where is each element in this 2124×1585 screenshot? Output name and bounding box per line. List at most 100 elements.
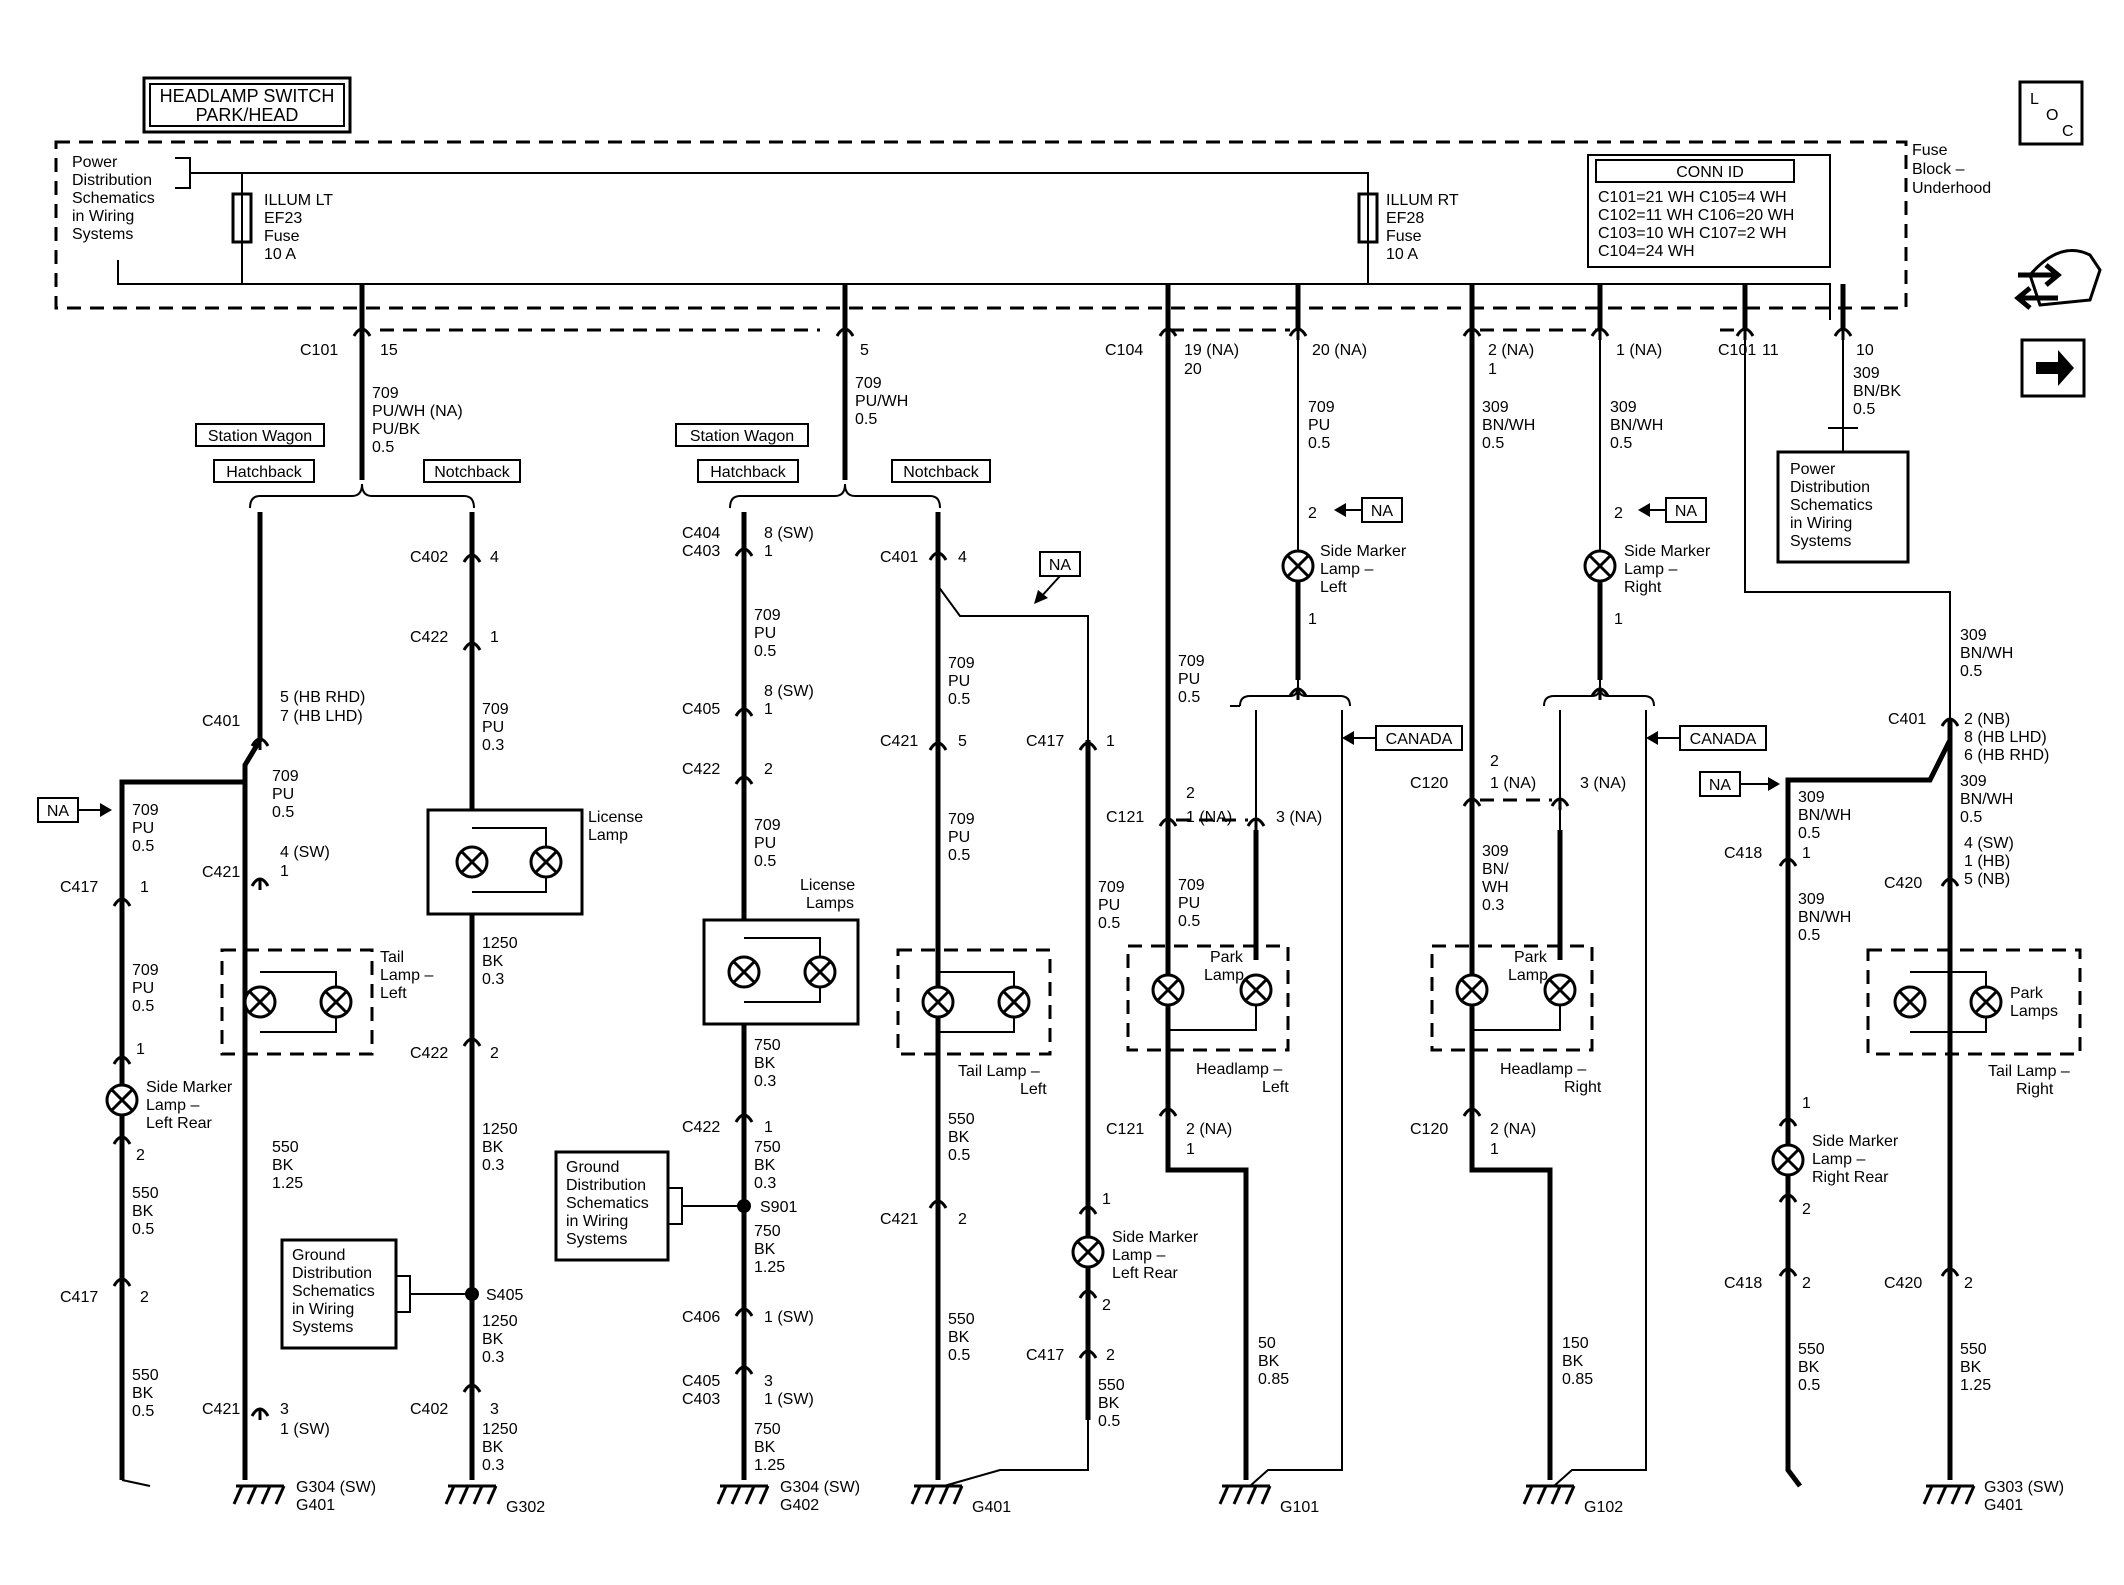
svg-text:Left Rear: Left Rear (146, 1115, 212, 1132)
svg-text:709: 709 (1308, 399, 1335, 416)
side-marker-left-rear-icon (105, 1083, 139, 1117)
svg-text:709: 709 (948, 655, 975, 672)
svg-text:EF23: EF23 (264, 210, 302, 227)
svg-text:BK: BK (482, 1331, 504, 1348)
svg-text:BN/WH: BN/WH (1960, 791, 2013, 808)
svg-text:0.5: 0.5 (272, 804, 294, 821)
svg-text:309: 309 (1798, 789, 1825, 806)
svg-text:C121: C121 (1106, 809, 1144, 826)
svg-text:2: 2 (1186, 785, 1195, 802)
svg-text:Schematics: Schematics (566, 1195, 649, 1212)
svg-text:309: 309 (1960, 773, 1987, 790)
svg-text:PU: PU (482, 719, 504, 736)
svg-text:PU: PU (272, 786, 294, 803)
svg-text:1 (NA): 1 (NA) (1186, 809, 1232, 826)
svg-text:C417: C417 (60, 879, 98, 896)
svg-text:PU/WH: PU/WH (855, 393, 908, 410)
svg-text:0.5: 0.5 (1178, 913, 1200, 930)
loc-icon[interactable]: L O C (2018, 80, 2084, 146)
svg-text:550: 550 (272, 1139, 299, 1156)
svg-text:709: 709 (132, 962, 159, 979)
svg-text:G302: G302 (506, 1499, 545, 1516)
next-page-arrow-icon[interactable] (2020, 338, 2086, 398)
svg-text:C401: C401 (880, 549, 918, 566)
svg-text:BK: BK (754, 1157, 776, 1174)
svg-text:Systems: Systems (566, 1231, 627, 1248)
svg-text:Left: Left (1320, 579, 1347, 596)
svg-text:0.5: 0.5 (1853, 401, 1875, 418)
svg-text:G401: G401 (972, 1499, 1011, 1516)
license-lamps-bulb-icon (727, 955, 761, 989)
vehicle-front-icon[interactable] (2014, 249, 2102, 310)
svg-text:0.3: 0.3 (754, 1073, 776, 1090)
svg-text:C405: C405 (682, 701, 720, 718)
svg-text:5: 5 (860, 342, 869, 359)
svg-text:0.5: 0.5 (1960, 809, 1982, 826)
svg-text:BK: BK (1258, 1353, 1280, 1370)
svg-text:Headlamp –: Headlamp – (1500, 1061, 1586, 1078)
svg-text:in Wiring: in Wiring (566, 1213, 628, 1230)
svg-text:550: 550 (1960, 1341, 1987, 1358)
svg-text:PU: PU (754, 835, 776, 852)
col5-labels: 709 PU 0.5 2 Side Marker Lamp – Left 1 7… (1106, 399, 1407, 1516)
svg-text:Headlamp –: Headlamp – (1196, 1061, 1282, 1078)
svg-text:1: 1 (1106, 733, 1115, 750)
svg-text:BK: BK (272, 1157, 294, 1174)
svg-text:C417: C417 (1026, 1347, 1064, 1364)
svg-text:C401: C401 (202, 713, 240, 730)
svg-text:0.85: 0.85 (1258, 1371, 1289, 1388)
svg-text:C102=11 WH C106=20 WH: C102=11 WH C106=20 WH (1598, 207, 1794, 224)
svg-text:550: 550 (1798, 1341, 1825, 1358)
svg-text:2: 2 (1102, 1297, 1111, 1314)
svg-text:1250: 1250 (482, 1313, 518, 1330)
svg-text:2: 2 (136, 1147, 145, 1164)
svg-text:CONN ID: CONN ID (1676, 164, 1744, 181)
svg-text:Distribution: Distribution (1790, 479, 1870, 496)
svg-text:Lamp –: Lamp – (1320, 561, 1373, 578)
park-lamps-right-2-icon (1969, 985, 2003, 1019)
svg-text:Fuse: Fuse (1912, 142, 1948, 159)
svg-text:2: 2 (1964, 1275, 1973, 1292)
svg-text:PU/BK: PU/BK (372, 421, 420, 438)
svg-text:PU: PU (1308, 417, 1330, 434)
svg-text:BN/WH: BN/WH (1960, 645, 2013, 662)
svg-text:C120: C120 (1410, 1121, 1448, 1138)
svg-text:Lamps: Lamps (806, 895, 854, 912)
col2-labels: C402 4 C422 1 709 PU 0.3 License Lamp 12… (410, 549, 643, 1516)
svg-text:4: 4 (490, 549, 499, 566)
svg-text:C404: C404 (682, 525, 720, 542)
svg-text:8 (SW): 8 (SW) (764, 683, 814, 700)
svg-text:4: 4 (958, 549, 967, 566)
svg-text:PU: PU (1178, 671, 1200, 688)
svg-text:2: 2 (1106, 1347, 1115, 1364)
svg-text:0.3: 0.3 (482, 971, 504, 988)
col1-tail-label: Tail Lamp – Left 550 BK 1.25 (272, 949, 433, 1192)
svg-text:License: License (800, 877, 855, 894)
svg-text:709: 709 (1098, 879, 1125, 896)
svg-text:3: 3 (280, 1401, 289, 1418)
svg-text:Tail Lamp –: Tail Lamp – (958, 1063, 1040, 1080)
svg-text:7 (HB LHD): 7 (HB LHD) (280, 708, 363, 725)
svg-text:BK: BK (1098, 1395, 1120, 1412)
svg-text:0.5: 0.5 (1798, 825, 1820, 842)
svg-text:C101=21 WH C105=4 WH: C101=21 WH C105=4 WH (1598, 189, 1787, 206)
svg-text:Fuse: Fuse (1386, 228, 1422, 245)
svg-text:G101: G101 (1280, 1499, 1319, 1516)
svg-text:Side Marker: Side Marker (1812, 1133, 1899, 1150)
title-line1: HEADLAMP SWITCH (160, 86, 335, 106)
side-marker-left-icon (1281, 549, 1315, 583)
svg-text:0.5: 0.5 (1098, 915, 1120, 932)
na-tag-col0: NA (37, 797, 112, 823)
svg-text:C418: C418 (1724, 845, 1762, 862)
svg-text:Right Rear: Right Rear (1812, 1169, 1889, 1186)
svg-text:750: 750 (754, 1037, 781, 1054)
svg-text:EF28: EF28 (1386, 210, 1424, 227)
svg-text:1 (SW): 1 (SW) (764, 1309, 814, 1326)
ground-g402-icon (716, 1484, 770, 1506)
svg-text:Left: Left (1262, 1079, 1289, 1096)
svg-text:2: 2 (1614, 505, 1623, 522)
svg-text:Left: Left (1020, 1081, 1047, 1098)
svg-text:Side Marker: Side Marker (1624, 543, 1711, 560)
svg-text:Park: Park (2010, 985, 2044, 1002)
svg-text:PU: PU (754, 625, 776, 642)
